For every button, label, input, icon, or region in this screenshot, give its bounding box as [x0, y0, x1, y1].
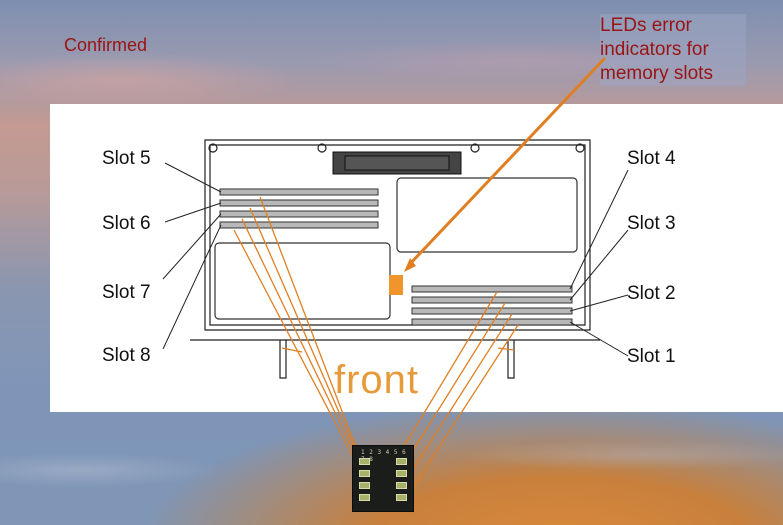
led-3 — [359, 482, 370, 489]
led-board-image: 1 2 3 4 5 6 7 8 — [352, 445, 414, 512]
slot-label-6: Slot 6 — [102, 213, 151, 234]
slot-label-2: Slot 2 — [627, 283, 676, 304]
slot-label-1: Slot 1 — [627, 346, 676, 367]
led-indicator-marker — [389, 275, 403, 295]
dimm-slot-6 — [219, 199, 379, 207]
led-6 — [396, 470, 407, 477]
memory-tray-outline — [190, 139, 600, 379]
dimm-slot-8 — [219, 221, 379, 229]
upper-right-panel — [396, 177, 578, 253]
led-1 — [359, 458, 370, 465]
status-caption: Confirmed — [64, 35, 148, 55]
led-note-line-1: LEDs error — [600, 15, 692, 36]
led-8 — [396, 494, 407, 501]
slot-label-5: Slot 5 — [102, 148, 151, 169]
dimm-slot-7 — [219, 210, 379, 218]
dimm-slot-2 — [411, 307, 573, 315]
dimm-slot-5 — [219, 188, 379, 196]
led-note-arrow — [406, 56, 607, 268]
slot-leader-lines — [162, 162, 629, 357]
led-2 — [359, 470, 370, 477]
slot-label-8: Slot 8 — [102, 345, 151, 366]
front-label: front — [334, 358, 420, 402]
led-5 — [396, 458, 407, 465]
right-dimm-slots — [411, 285, 573, 326]
slot-label-7: Slot 7 — [102, 282, 151, 303]
led-note-arrowhead — [404, 258, 416, 272]
dimm-slot-4 — [411, 285, 573, 293]
led-note-line-2: indicators for — [600, 39, 709, 60]
led-7 — [396, 482, 407, 489]
connector-block — [332, 151, 462, 175]
slot-label-4: Slot 4 — [627, 148, 676, 169]
slot-label-3: Slot 3 — [627, 213, 676, 234]
led-note-line-3: memory slots — [600, 63, 713, 84]
led-4 — [359, 494, 370, 501]
led-note-caption: LEDs error indicators for memory slots — [600, 14, 746, 86]
led-mapping-lines — [233, 196, 519, 490]
